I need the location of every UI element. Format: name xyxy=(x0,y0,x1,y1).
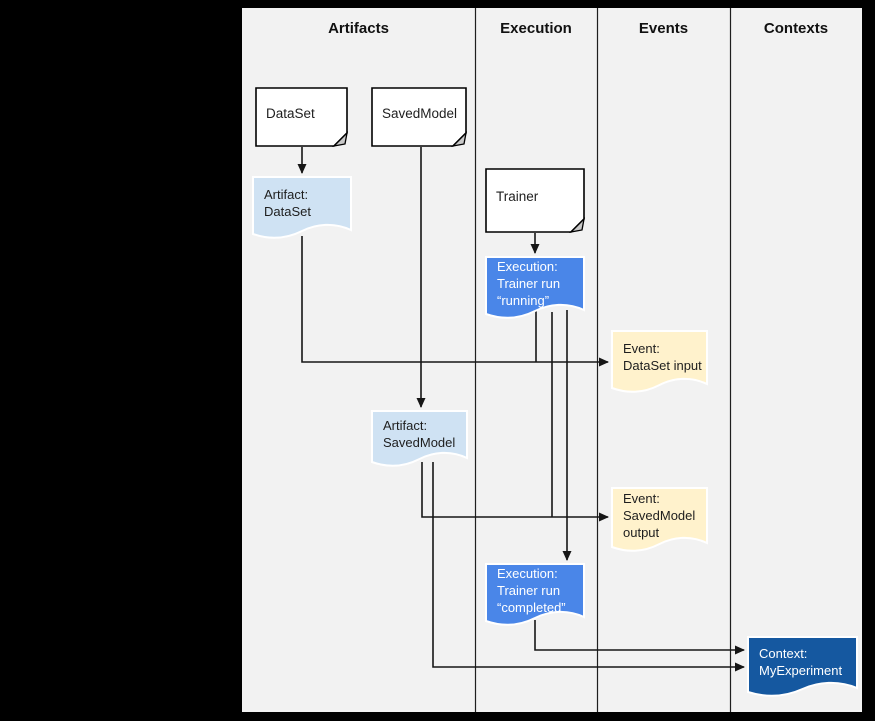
event-dataset-input-label-line-1: DataSet input xyxy=(623,358,702,373)
edge-execution-completed-to-context xyxy=(534,620,745,655)
event-dataset-input-node: Event: DataSet input xyxy=(611,330,708,394)
folded-corner-icon xyxy=(332,131,349,148)
execution-running-label-line-2: “running” xyxy=(497,292,550,308)
dataset-label: DataSet xyxy=(255,87,348,147)
event-savedmodel-output-label-line-1: SavedModel xyxy=(623,507,696,523)
trainer-node: Trainer xyxy=(485,168,586,234)
context-myexperiment-label-line-0: Context: xyxy=(759,646,808,661)
edge-artifact-savedmodel-to-event-output xyxy=(421,462,609,522)
execution-running-node: Execution:Trainer run“running” xyxy=(485,256,585,320)
edge-artifact-dataset-to-event-input xyxy=(301,236,609,367)
event-savedmodel-output-label-line-2: output xyxy=(623,524,660,540)
column-header-events: Events xyxy=(638,20,689,37)
artifact-dataset-node: Artifact: DataSet xyxy=(252,176,352,240)
folded-corner-icon xyxy=(569,217,586,234)
edge-artifact-savedmodel-to-context xyxy=(432,462,745,672)
column-header-execution: Execution xyxy=(500,20,572,37)
execution-running-label: Execution:Trainer run“running” xyxy=(485,256,585,320)
execution-running-shape xyxy=(485,256,585,319)
column-header-contexts: Contexts xyxy=(763,20,829,37)
savedmodel-label: SavedModel xyxy=(371,87,467,147)
savedmodel-label-line-0: SavedModel xyxy=(382,105,458,121)
execution-completed-label-line-2: “completed” xyxy=(497,599,566,615)
artifact-dataset-label-line-1: DataSet xyxy=(264,204,311,219)
context-myexperiment-node: Context: MyExperiment xyxy=(747,636,858,698)
execution-running-label-line-1: Trainer run xyxy=(497,275,561,291)
artifact-savedmodel-label: Artifact: SavedModel xyxy=(371,410,468,468)
savedmodel-node: SavedModel xyxy=(371,87,468,148)
column-header-artifacts: Artifacts xyxy=(328,20,389,37)
artifact-savedmodel-shape xyxy=(371,410,468,467)
artifact-dataset-shape xyxy=(252,176,352,239)
dataset-node: DataSet xyxy=(255,87,349,148)
execution-running-label-line-0: Execution: xyxy=(497,258,558,274)
context-myexperiment-shape xyxy=(747,636,858,697)
dataset-label-line-0: DataSet xyxy=(266,105,315,121)
trainer-label: Trainer xyxy=(485,168,585,233)
event-dataset-input-label-line-0: Event: xyxy=(623,341,660,356)
context-myexperiment-label: Context: MyExperiment xyxy=(747,636,858,698)
artifact-savedmodel-label-line-0: Artifact: xyxy=(383,418,428,433)
trainer-label-line-0: Trainer xyxy=(496,189,539,204)
event-savedmodel-output-shape xyxy=(611,487,708,552)
trainer-shape xyxy=(485,168,586,234)
column-dividers xyxy=(474,8,732,712)
artifact-dataset-label: Artifact: DataSet xyxy=(252,176,352,240)
event-dataset-input-label: Event: DataSet input xyxy=(611,330,708,394)
event-dataset-input-shape xyxy=(611,330,708,393)
execution-completed-label-line-0: Execution: xyxy=(497,565,558,581)
execution-completed-label: Execution:Trainer run“completed” xyxy=(485,563,585,627)
execution-completed-shape xyxy=(485,563,585,626)
artifact-savedmodel-label-line-1: SavedModel xyxy=(383,435,456,450)
event-savedmodel-output-label-line-0: Event: xyxy=(623,490,660,506)
execution-completed-label-line-1: Trainer run xyxy=(497,582,561,598)
artifact-dataset-label-line-0: Artifact: xyxy=(264,187,309,202)
connector-edges xyxy=(297,147,745,672)
execution-completed-node: Execution:Trainer run“completed” xyxy=(485,563,585,627)
context-myexperiment-label-line-1: MyExperiment xyxy=(759,663,843,678)
savedmodel-shape xyxy=(371,87,468,148)
dataset-shape xyxy=(255,87,349,148)
artifact-savedmodel-node: Artifact: SavedModel xyxy=(371,410,468,468)
folded-corner-icon xyxy=(451,131,468,148)
